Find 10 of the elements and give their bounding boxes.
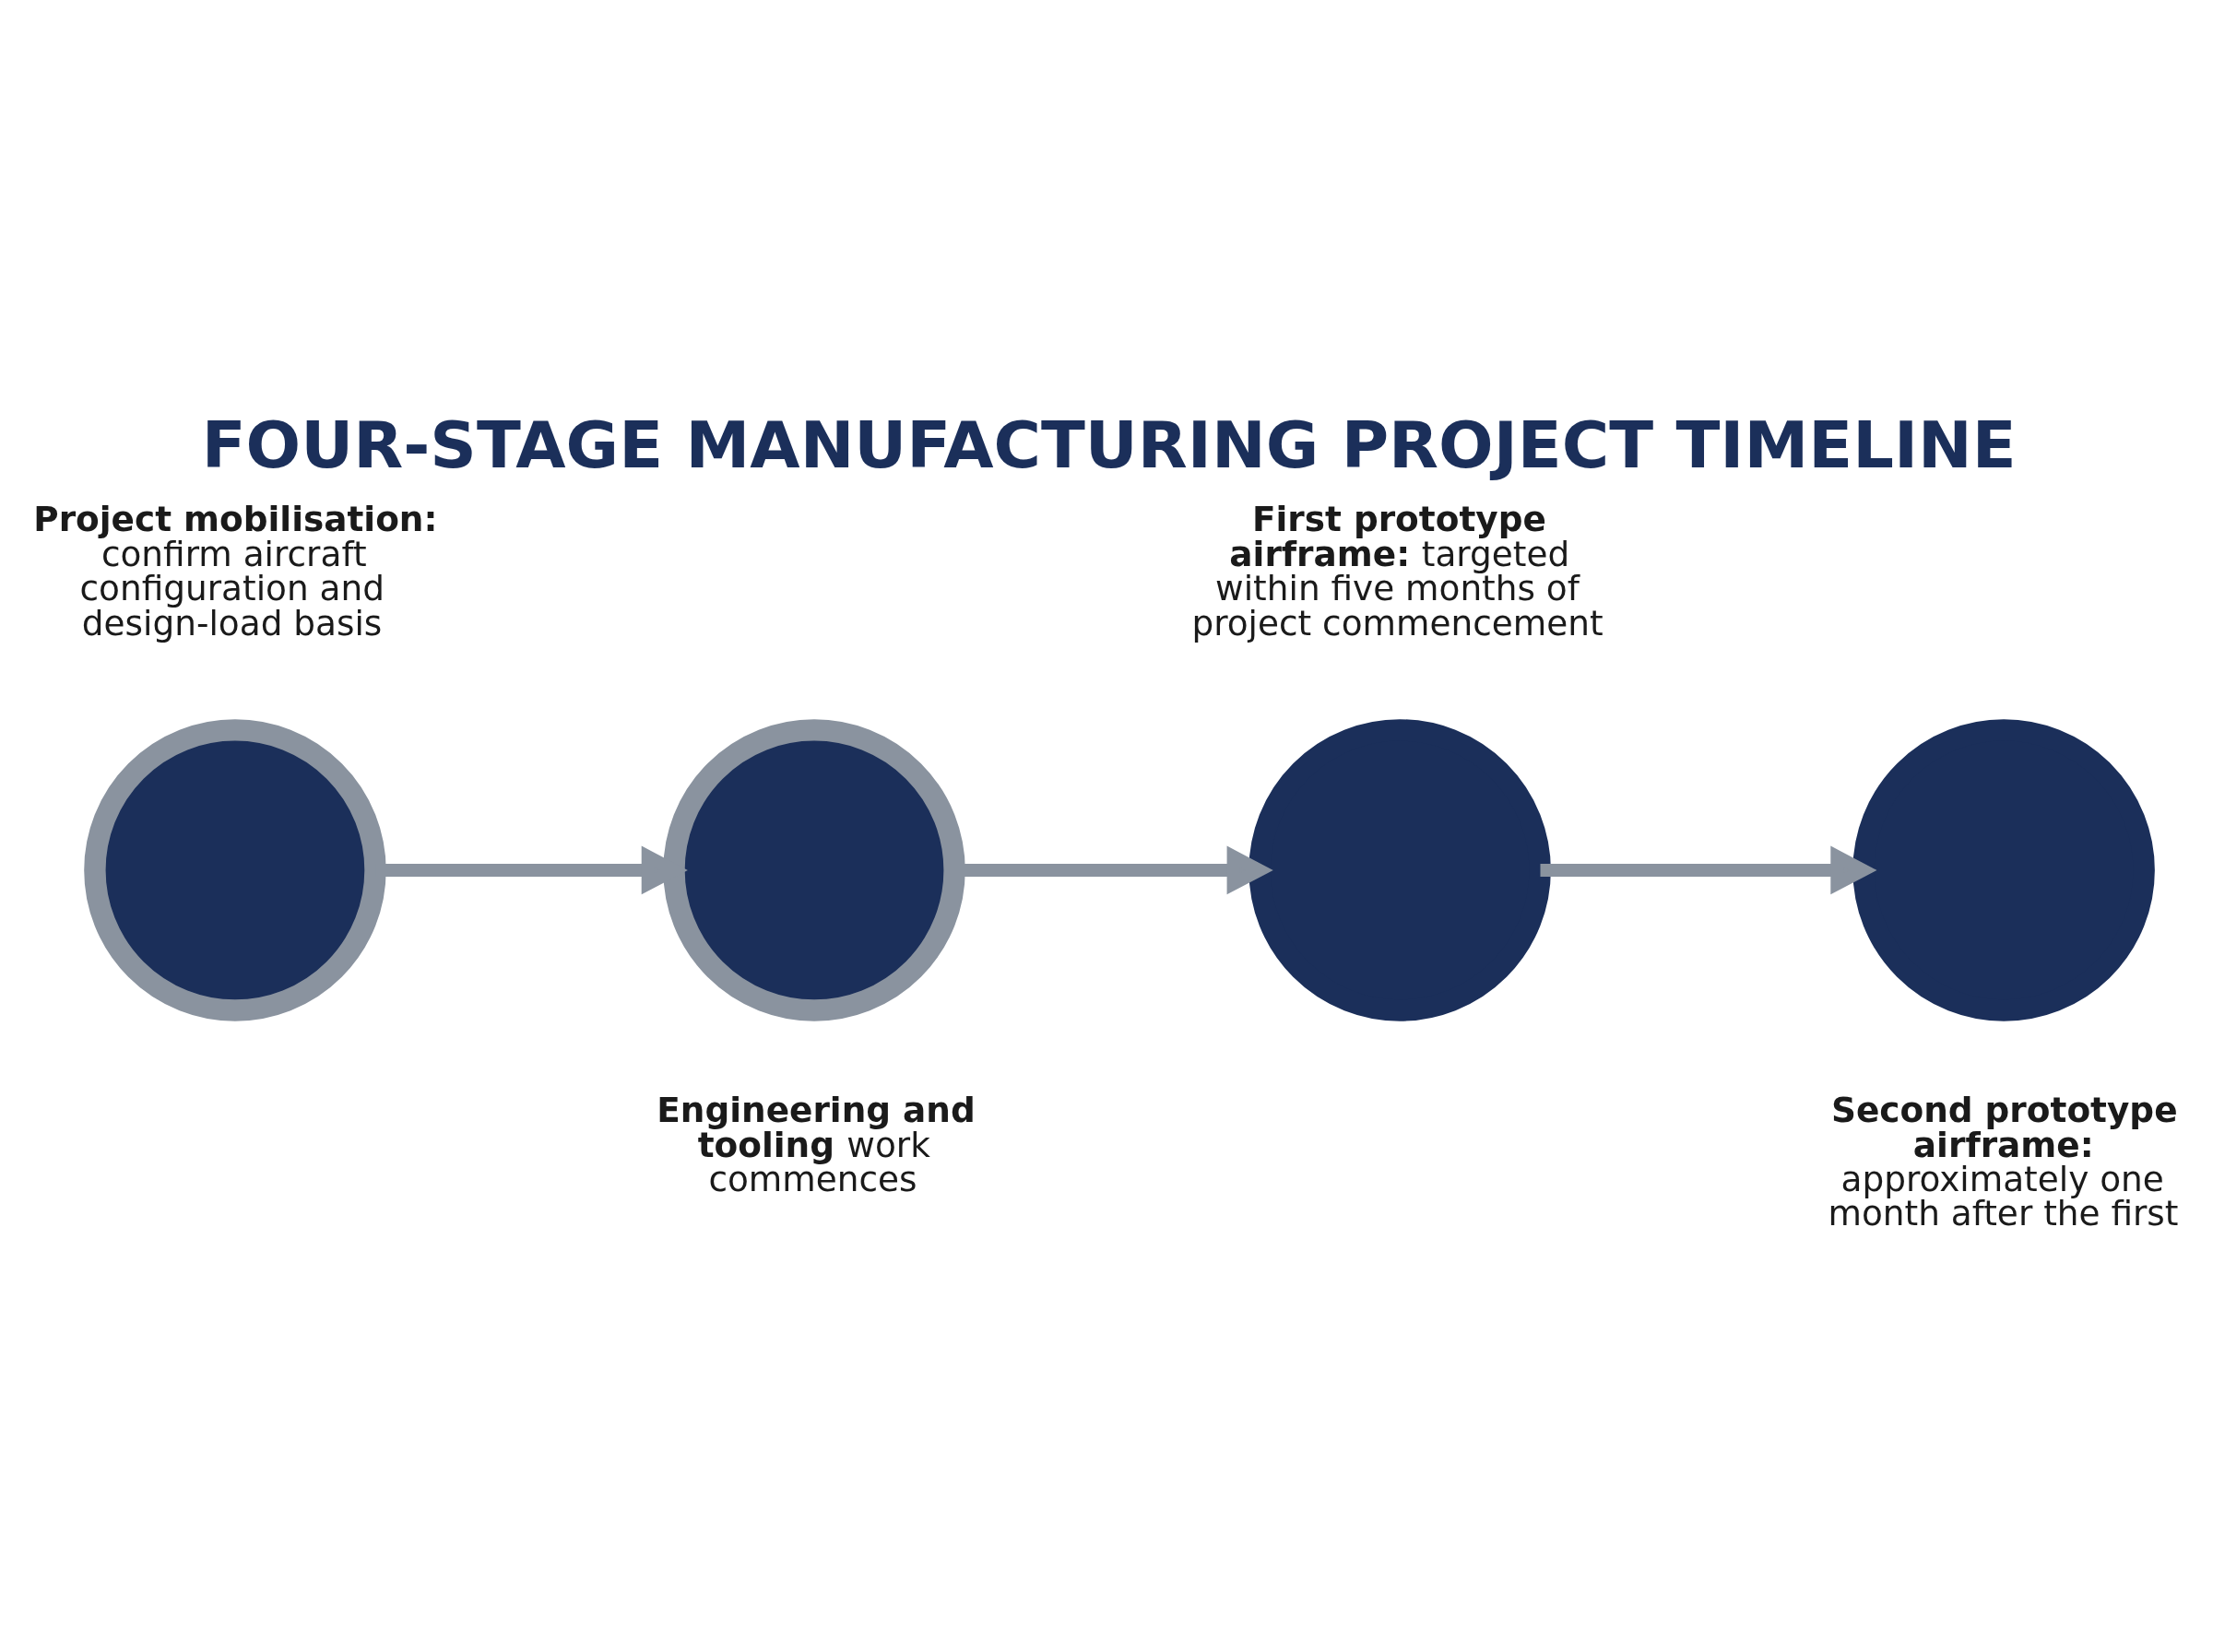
- node-label: Project mobilisation: confirm aircraft configuration and design-load basis: [33, 499, 438, 643]
- diagram-title: FOUR-STAGE MANUFACTURING PROJECT TIMELINE: [201, 407, 2017, 483]
- node-label: Second prototype airframe: approximately one month after the first: [1828, 1090, 2179, 1234]
- node-circle: [84, 719, 386, 1021]
- node-circle: [663, 719, 965, 1021]
- node-label: First prototype airframe: targeted within five months of project commencement: [1191, 499, 1604, 643]
- arrow: [1540, 845, 1877, 895]
- node-label: Engineering and tooling work commences: [657, 1090, 976, 1200]
- node-circle: [1249, 719, 1551, 1021]
- node-circle: [1852, 719, 2155, 1021]
